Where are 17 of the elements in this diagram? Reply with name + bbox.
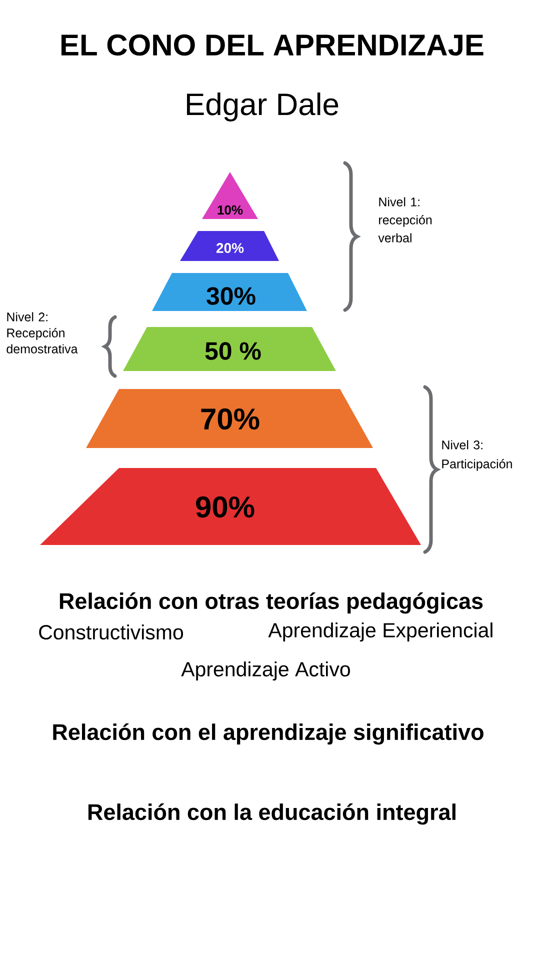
level-label: Nivel 2: Recepción demostrativa <box>6 312 78 354</box>
pyramid-tier: 20% <box>180 231 279 261</box>
theory-name: Aprendizaje Activo <box>181 661 350 681</box>
theory-name: Aprendizaje Experiencial <box>268 622 492 642</box>
pyramid-apex: 10% <box>202 172 258 219</box>
section-heading: Relación con el aprendizaje significativo <box>53 723 484 745</box>
section-heading: Relación con la educación integral <box>88 803 456 825</box>
subtitle: Edgar Dale <box>187 92 338 122</box>
pyramid-tier: 30% <box>152 273 307 311</box>
level-label: Nivel 1: recepción verbal <box>378 197 432 242</box>
level-label: Nivel 3: Participación <box>442 440 512 471</box>
pyramid-tier: 50 % <box>123 327 336 371</box>
title: EL CONO DEL APRENDIZAJE <box>61 34 484 56</box>
pyramid-tier: 90% <box>40 468 421 545</box>
section-heading: Relación con otras teorías pedagógicas <box>60 592 483 614</box>
pyramid-tier: 70% <box>86 389 373 448</box>
theory-name: Constructivismo <box>39 624 184 640</box>
